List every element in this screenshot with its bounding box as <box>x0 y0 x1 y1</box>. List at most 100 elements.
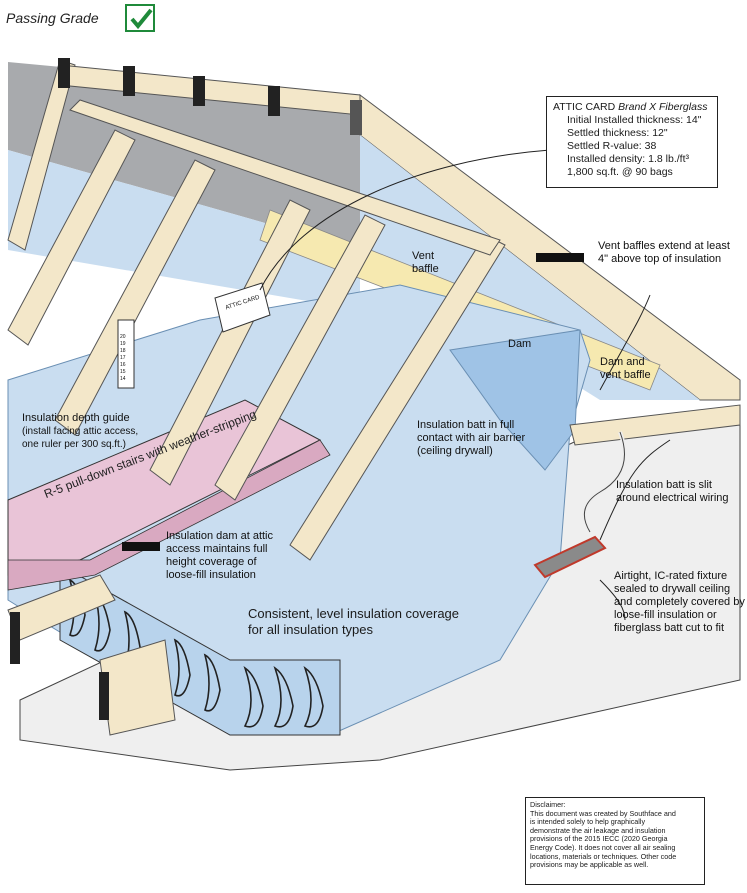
label-batt-contact: Insulation batt in full contact with air… <box>417 419 525 458</box>
arrow-bar <box>350 100 362 135</box>
rafters <box>7 59 506 561</box>
disclaimer-line: provisions may be applicable as well. <box>530 860 649 870</box>
attic-card-row: Initial Installed thickness: 14" <box>567 114 702 126</box>
batt-wave <box>273 666 294 728</box>
disclaimer-line: locations, materials or techniques. Othe… <box>530 851 677 861</box>
label-line: vent baffle <box>600 369 651 381</box>
electrical-wire-outline <box>583 431 625 533</box>
label-line: (ceiling drywall) <box>417 445 493 457</box>
joist-end <box>10 612 20 664</box>
rafter <box>54 159 216 436</box>
label-line: 4" above top of insulation <box>598 253 722 265</box>
label-line: (install facing attic access, <box>22 426 139 437</box>
ruler-mark: 18 <box>120 348 126 354</box>
passing-grade-label: Passing Grade <box>6 10 99 26</box>
leader-line <box>259 149 551 291</box>
label-line: access maintains full <box>166 543 268 555</box>
label-line: and completely covered by <box>614 596 745 608</box>
label-line: Airtight, IC-rated fixture <box>614 570 728 582</box>
label-fixture: Airtight, IC-rated fixture sealed to dry… <box>614 570 745 635</box>
rafter-end <box>268 86 280 116</box>
leader-line <box>599 579 626 621</box>
attic-card-callout: ATTIC CARD Brand X Fiberglass Initial In… <box>546 96 718 188</box>
rafter <box>289 234 506 561</box>
disclaimer-title: Disclaimer: <box>530 800 566 809</box>
insulation-dam <box>449 329 581 471</box>
label-line: for all insulation types <box>248 622 374 637</box>
ruler-mark: 19 <box>120 341 126 347</box>
batt-wave <box>203 653 221 712</box>
leader-line <box>599 294 651 391</box>
collar-beam <box>69 99 501 256</box>
check-icon <box>125 4 155 32</box>
leader-line <box>599 439 671 541</box>
stairs-dam <box>7 439 331 591</box>
rafter <box>214 214 386 501</box>
ruler-mark: 14 <box>120 376 126 382</box>
batt-wave <box>173 638 191 697</box>
attic-card-row: Settled R-value: 38 <box>567 140 657 152</box>
light-fixture <box>533 535 607 579</box>
label-line: baffle <box>412 263 439 275</box>
attic-card-row: Installed density: 1.8 lb./ft³ <box>567 153 689 165</box>
rafter-end <box>123 66 135 96</box>
attic-card-brand: Brand X Fiberglass <box>618 101 708 113</box>
check-icon-glyph <box>130 8 153 30</box>
batt-wave <box>93 593 111 652</box>
label-line: sealed to drywall ceiling <box>614 583 731 595</box>
rafter <box>7 129 136 346</box>
disclaimer-box: Disclaimer: This document was created by… <box>525 797 705 885</box>
gable-wall <box>360 135 700 400</box>
label-vent-baffles-extend: Vent baffles extend at least 4" above to… <box>598 240 730 266</box>
attic-card-row: Settled thickness: 12" <box>567 127 668 139</box>
rafter-end <box>193 76 205 106</box>
insulation-front-face <box>59 564 341 736</box>
ruler-mark: 17 <box>120 355 126 361</box>
label-batt-slit: Insulation batt is slit around electrica… <box>616 479 729 505</box>
arrow-bar <box>536 253 584 262</box>
disclaimer-line: provisions of the 2015 IECC (2020 Georgi… <box>530 834 668 844</box>
label-vent-baffle: Vent baffle <box>412 250 439 276</box>
label-line: Vent baffles extend at least <box>598 240 730 252</box>
attic-card-heading: ATTIC CARD Brand X Fiberglass <box>553 101 711 114</box>
label-line: Consistent, level insulation coverage <box>248 606 460 621</box>
ruler-marks: 20 19 18 17 16 15 14 <box>120 334 126 383</box>
wall-plate <box>569 404 741 446</box>
rafter-ends <box>58 58 280 116</box>
rafter <box>7 59 76 251</box>
label-line: Dam and <box>600 356 645 368</box>
batt-wave <box>303 666 324 728</box>
label-line: Insulation batt is slit <box>616 479 712 491</box>
disclaimer-line: demonstrate the air leakage and insulati… <box>530 825 666 835</box>
label-line: one ruler per 300 sq.ft.) <box>22 439 126 450</box>
rafter-end <box>58 58 70 88</box>
leader-lines <box>259 149 671 621</box>
label-line: Insulation dam at attic <box>166 530 274 542</box>
label-dam: Dam <box>508 338 532 350</box>
label-line: fiberglass batt cut to fit <box>614 622 725 634</box>
label-dam-attic-access: Insulation dam at attic access maintains… <box>166 530 273 582</box>
label-depth-guide: Insulation depth guide (install facing a… <box>22 412 138 451</box>
label-line: Vent <box>412 250 435 262</box>
label-line: around electrical wiring <box>616 492 729 504</box>
joist-end <box>99 672 109 720</box>
ruler-mark: 16 <box>120 362 126 368</box>
ruler-mark: 20 <box>120 334 126 340</box>
label-line: height coverage of <box>166 556 257 568</box>
arrow-bar <box>122 542 160 551</box>
disclaimer-line: Energy Code). It does not cover all air … <box>530 842 676 852</box>
batt-wave <box>243 666 264 728</box>
depth-ruler <box>117 319 135 389</box>
attic-card-row: 1,800 sq.ft. @ 90 bags <box>567 166 673 178</box>
attic-card-title: ATTIC CARD <box>553 101 616 113</box>
label-line: Insulation batt in full <box>417 419 515 431</box>
disclaimer-line: is intended solely to help graphically <box>530 817 646 827</box>
label-line: contact with air barrier <box>417 432 526 444</box>
disclaimer-line: This document was created by Southface a… <box>530 808 676 818</box>
ruler-mark: 15 <box>120 369 126 375</box>
label-line: loose-fill insulation or <box>614 609 717 621</box>
label-line: loose-fill insulation <box>166 569 256 581</box>
small-attic-card <box>214 282 271 333</box>
label-consistent: Consistent, level insulation coverage fo… <box>248 606 459 638</box>
